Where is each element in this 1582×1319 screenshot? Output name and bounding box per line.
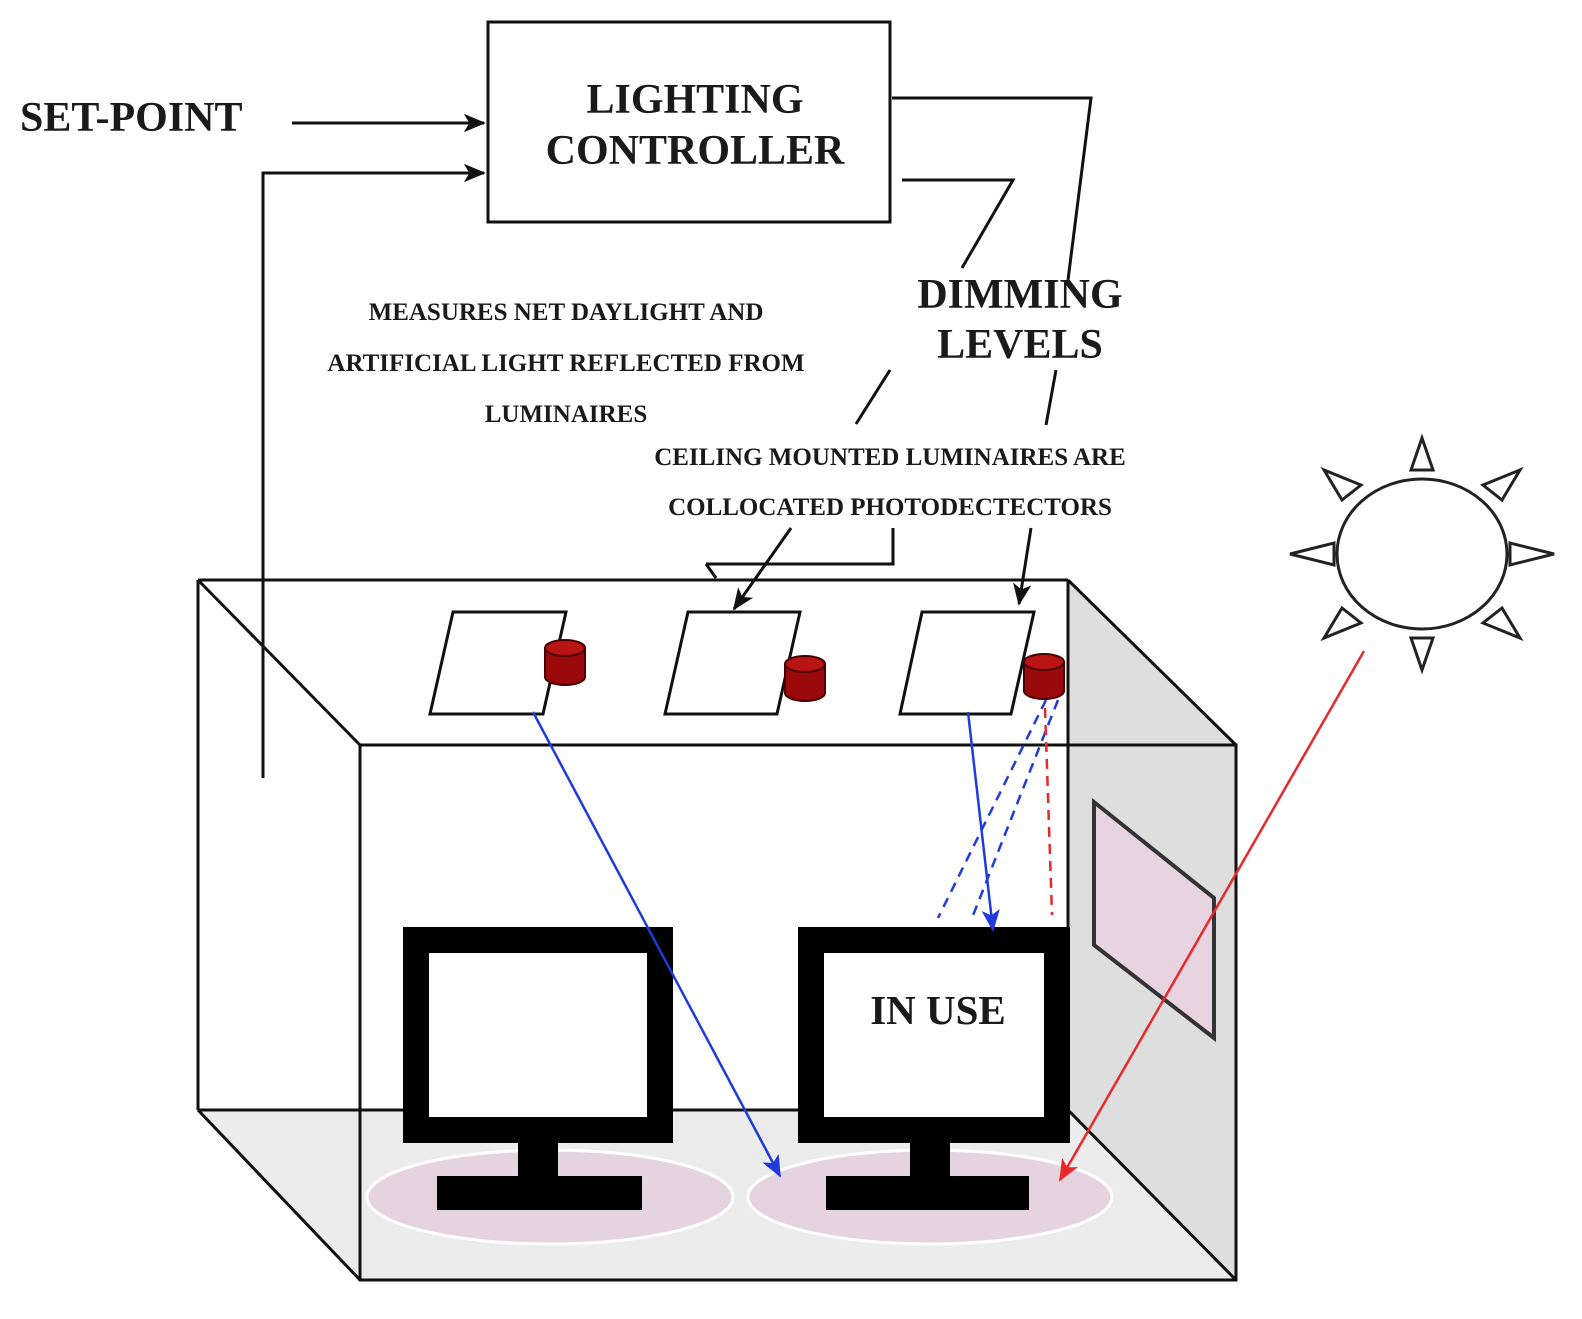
dimming-line-left: [704, 563, 718, 579]
reflected-light-ray: [970, 699, 1060, 919]
dimming-levels-line1: DIMMING: [917, 272, 1122, 318]
dimming-line-right: [1013, 527, 1033, 606]
luminaire-icon: [663, 610, 802, 716]
monitor-in-use: IN USE: [798, 927, 1070, 1210]
photodetector-icon: [784, 655, 826, 702]
reflected-light-ray: [936, 699, 1048, 919]
daylight-ray: [1058, 650, 1366, 1182]
controller-label-line2: CONTROLLER: [546, 128, 845, 174]
ceiling-note-line2: COLLOCATED PHOTODECTECTORS: [668, 494, 1112, 521]
reflected-daylight-ray: [1043, 707, 1054, 916]
set-point-label: SET-POINT: [20, 95, 243, 141]
measures-note-line2: ARTIFICIAL LIGHT REFLECTED FROM: [327, 350, 804, 377]
dimming-line-middle: [854, 369, 892, 425]
luminaire-icon: [428, 610, 568, 716]
dimming-line-middle: [902, 178, 1016, 269]
feedback-arrow: [261, 163, 486, 778]
measures-note-line3: LUMINAIRES: [485, 401, 648, 428]
controller-label-line1: LIGHTING: [586, 77, 803, 123]
ceiling-note-line1: CEILING MOUNTED LUMINAIRES ARE: [654, 444, 1126, 471]
lighting-controller-box: [486, 20, 892, 224]
measures-note-line1: MEASURES NET DAYLIGHT AND: [369, 299, 764, 326]
artificial-light-ray: [966, 711, 1000, 932]
dimming-line-right: [892, 96, 1093, 281]
photodetector-icon: [1023, 653, 1065, 700]
window-icon: [1092, 797, 1216, 1043]
sun-icon: [1289, 433, 1555, 675]
luminaire-icon: [898, 610, 1036, 716]
monitor-icon: [403, 927, 673, 1210]
dimming-line-right: [1044, 369, 1058, 426]
in-use-label: IN USE: [870, 987, 1006, 1033]
photodetector-icon: [544, 639, 586, 686]
artificial-light-ray: [531, 711, 782, 1178]
dimming-levels-line2: LEVELS: [937, 322, 1103, 368]
dimming-line-left: [706, 528, 895, 566]
dimming-line-middle: [732, 527, 793, 611]
